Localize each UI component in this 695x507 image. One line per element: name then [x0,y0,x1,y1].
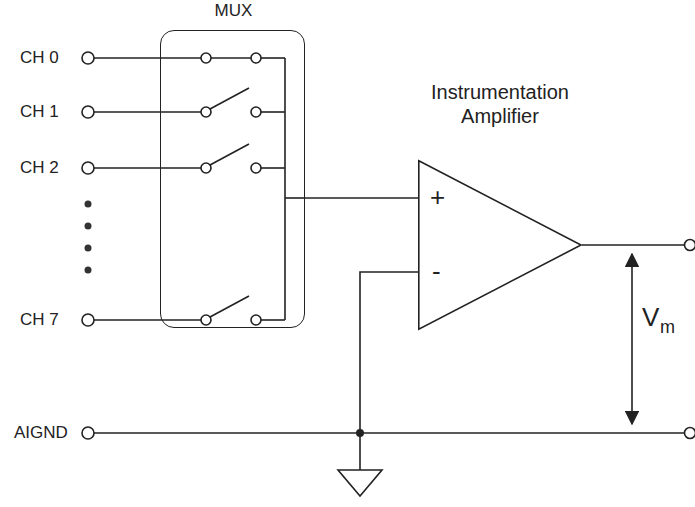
input-sign: - [432,256,441,287]
voltage-subscript: m [660,317,675,339]
contact-to-bus-wire [261,57,285,59]
closed-switch-blade [211,57,251,59]
junction-dot [356,429,364,437]
ground-pin-name: AIGND [14,423,68,443]
ellipsis-dot [85,267,92,274]
output-wire [582,244,684,246]
switch-contact [251,315,261,325]
channel-name: CH 1 [20,102,59,122]
channel-wire [94,111,201,113]
switch-contact [251,53,261,63]
output-terminal [685,240,695,251]
ellipsis-dot [85,245,92,252]
node-heading: Instrumentation Amplifier [405,80,595,128]
open-switch-blade [210,88,249,109]
mux-bus [284,58,286,320]
channel-wire [94,319,201,321]
aignd-wire [94,432,684,434]
channel-name: CH 0 [20,48,59,68]
ellipsis-dot [85,223,92,230]
minus-input-wire [360,272,418,433]
signal-wire [305,197,418,199]
channel-terminal [82,52,94,64]
contact-to-bus-wire [261,319,285,321]
voltage-arrow [631,254,633,424]
channel-name: CH 7 [20,310,59,330]
ellipsis-dot [85,201,92,208]
node-heading: MUX [215,1,253,21]
aignd-terminal [82,427,94,439]
channel-wire [94,167,201,169]
ground-lead [359,433,361,470]
input-sign: + [430,182,445,213]
switch-contact [201,315,211,325]
channel-wire [94,57,201,59]
ground-symbol [338,470,382,496]
contact-to-bus-wire [261,111,285,113]
voltage-symbol: V [642,302,659,333]
channel-terminal [82,106,94,118]
channel-name: CH 2 [20,158,59,178]
amplifier-triangle: Instrumentation Amplifier+- [418,160,582,330]
channel-terminal [82,162,94,174]
open-switch-blade [210,144,249,165]
channel-terminal [82,314,94,326]
switch-contact [201,107,211,117]
mux-output-wire [285,197,305,199]
switch-contact [201,163,211,173]
switch-contact [251,163,261,173]
contact-to-bus-wire [261,167,285,169]
output-ground-terminal [685,428,695,439]
switch-contact [201,53,211,63]
open-switch-blade [210,296,249,317]
mux-box: MUX [160,30,305,328]
switch-contact [251,107,261,117]
